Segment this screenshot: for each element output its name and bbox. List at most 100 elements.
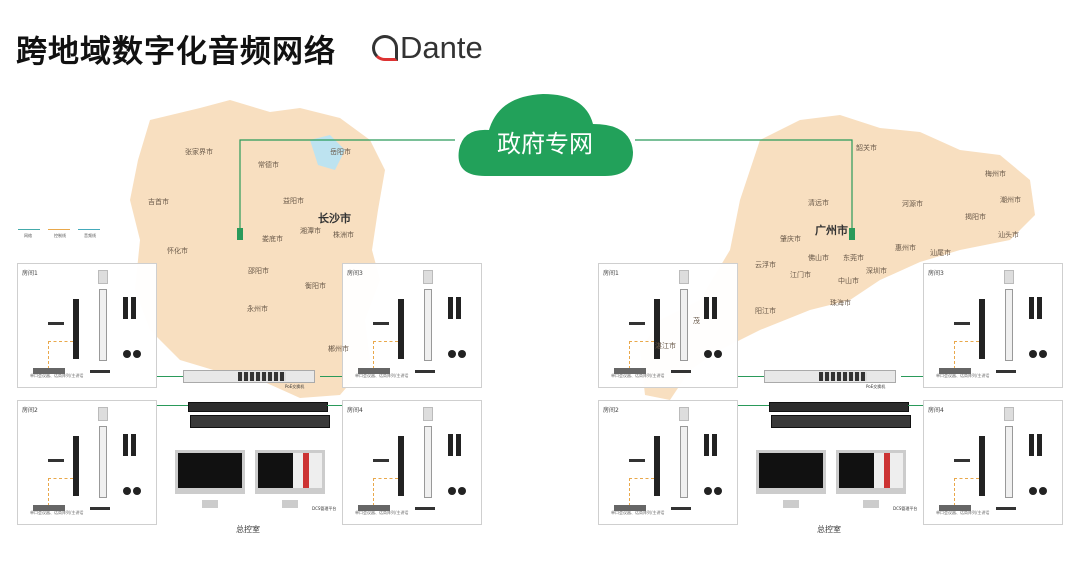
round-speaker-icon <box>704 487 712 495</box>
control-keyboard-icon <box>358 505 390 511</box>
control-line <box>954 478 979 506</box>
city-label: 清远市 <box>808 199 829 207</box>
city-label: 阳江市 <box>755 307 776 315</box>
hunan-map <box>130 100 385 398</box>
city-label: 永州市 <box>247 305 268 313</box>
microphone-icon <box>415 370 435 373</box>
microphone-icon <box>671 507 691 510</box>
column-speaker-icon <box>704 434 709 456</box>
round-speaker-icon <box>1029 487 1037 495</box>
control-room-label: 总控室 <box>236 525 260 534</box>
city-label: 梅州市 <box>985 170 1006 178</box>
control-line <box>48 478 73 506</box>
network-link <box>738 405 769 406</box>
dsp-rack-icon <box>654 436 660 496</box>
city-label: 常德市 <box>258 161 279 169</box>
round-speaker-icon <box>458 350 466 358</box>
panel-speaker-icon <box>98 270 108 284</box>
microphone-icon <box>90 370 110 373</box>
column-speaker-icon <box>131 434 136 456</box>
microphone-icon <box>671 370 691 373</box>
city-label: 惠州市 <box>895 244 916 252</box>
microphone-icon <box>954 322 970 325</box>
control-line <box>373 478 398 506</box>
column-speaker-icon <box>131 297 136 319</box>
amplifier-strip <box>1005 289 1013 361</box>
city-label: 揭阳市 <box>965 213 986 221</box>
guangdong-map <box>640 115 1035 400</box>
amplifier-strip <box>424 426 432 498</box>
city-label: 吉首市 <box>148 198 169 206</box>
control-line <box>954 341 979 369</box>
right-link-line <box>635 139 853 236</box>
audio-processor-rack <box>190 415 330 428</box>
monitor-left <box>175 450 245 494</box>
dante-logo: Dante <box>372 30 483 66</box>
amplifier-strip <box>424 289 432 361</box>
legend-label: 音频线 <box>84 233 96 238</box>
microphone-icon <box>48 459 64 462</box>
round-speaker-icon <box>714 350 722 358</box>
amplifier-strip <box>680 289 688 361</box>
city-label: 云浮市 <box>755 261 776 269</box>
round-speaker-icon <box>448 487 456 495</box>
network-link <box>738 376 764 377</box>
legend-label: 控制线 <box>54 233 66 238</box>
network-link <box>908 405 923 406</box>
city-label: 岳阳市 <box>330 148 351 156</box>
monitor-stand <box>863 500 879 508</box>
amplifier-rack <box>188 402 328 412</box>
dsp-rack-icon <box>73 299 79 359</box>
legend-line <box>48 229 70 230</box>
switch-ports <box>238 372 286 381</box>
city-label: 湛江市 <box>655 342 676 350</box>
control-keyboard-icon <box>614 505 646 511</box>
microphone-icon <box>629 459 645 462</box>
legend-label: 网络 <box>24 233 32 238</box>
room-label: 房间3 <box>928 270 944 277</box>
column-speaker-icon <box>1037 297 1042 319</box>
control-line <box>373 341 398 369</box>
legend-line <box>18 229 40 230</box>
column-speaker-icon <box>712 297 717 319</box>
city-label: 韶关市 <box>856 144 877 152</box>
network-link <box>157 405 188 406</box>
control-line <box>629 478 654 506</box>
column-speaker-icon <box>456 434 461 456</box>
city-label: 株洲市 <box>333 231 354 239</box>
control-keyboard-icon <box>33 505 65 511</box>
panel-speaker-icon <box>1004 270 1014 284</box>
room-label: 房间1 <box>603 270 619 277</box>
microphone-icon <box>415 507 435 510</box>
room-label: 房间2 <box>603 407 619 414</box>
monitor-stand <box>783 500 799 508</box>
left-link-line <box>239 139 455 236</box>
network-link <box>901 376 923 377</box>
room-label: 房间2 <box>22 407 38 414</box>
amplifier-strip <box>680 426 688 498</box>
control-keyboard-icon <box>358 368 390 374</box>
dongting-lake <box>310 135 345 170</box>
dsp-rack-icon <box>73 436 79 496</box>
monitor-left <box>756 450 826 494</box>
microphone-icon <box>954 459 970 462</box>
switch-caption: PoE交换机 <box>866 384 886 389</box>
city-label: 茂 <box>693 317 700 325</box>
monitor-stand <box>202 500 218 508</box>
logo-text: Dante <box>400 30 483 65</box>
city-label: 长沙市 <box>318 212 351 225</box>
room-caption: 单口会议器、话筒阵列/主讲话 <box>936 373 990 378</box>
control-line <box>48 341 73 369</box>
room-label: 房间4 <box>347 407 363 414</box>
legend-line <box>78 229 100 230</box>
city-label: 深圳市 <box>866 267 887 275</box>
round-speaker-icon <box>133 350 141 358</box>
left-connector-icon <box>237 228 243 240</box>
microphone-icon <box>90 507 110 510</box>
city-label: 广州市 <box>815 224 848 237</box>
room-caption: 单口会议器、话筒阵列/主讲话 <box>355 510 409 515</box>
panel-speaker-icon <box>1004 407 1014 421</box>
dsp-rack-icon <box>398 299 404 359</box>
